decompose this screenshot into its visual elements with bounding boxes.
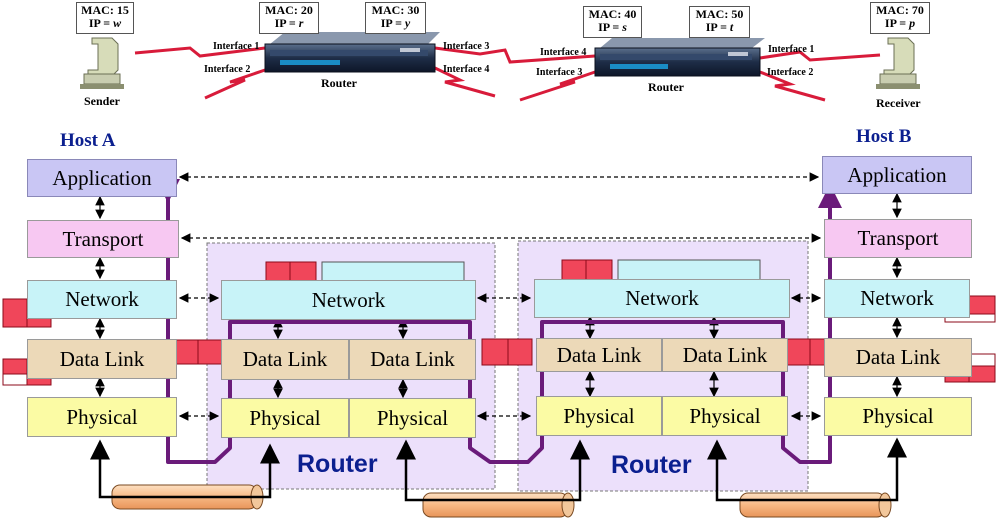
link-router1-if2 [204,68,266,100]
interface-label: Interface 4 [443,64,490,75]
router1-region-label: Router [297,450,378,478]
router1-label: Router [321,76,357,90]
link-router1-router2 [434,46,596,64]
interface-label: Interface 1 [768,44,815,55]
router2-label: Router [648,80,684,94]
router1-physical-left: Physical [221,398,349,438]
router1-datalink-left: Data Link [221,339,349,380]
interface-label: Interface 4 [540,47,587,58]
packet-header-icon [481,338,533,366]
router1-device-icon [264,32,440,73]
link-router2-if3 [519,70,596,102]
receiver-computer-icon [876,37,920,89]
router2-physical-right: Physical [662,396,788,436]
router1-physical-right: Physical [349,398,476,438]
host-b-network-layer: Network [824,279,970,318]
sender-computer-icon [80,37,124,89]
cable-3-icon [739,492,892,518]
receiver-label: Receiver [876,96,921,110]
cable-2-icon [422,492,575,518]
wire-2 [396,439,590,502]
host-a-transport-layer: Transport [27,220,179,258]
packet-header-icon [173,339,223,365]
link-router1-if4 [434,66,496,98]
sender-label: Sender [84,94,120,108]
router2-physical-left: Physical [536,396,662,436]
wire-1 [90,439,280,499]
host-b-datalink-layer: Data Link [824,338,972,377]
host-a-datalink-layer: Data Link [27,339,177,379]
link-sender-router1 [134,46,266,58]
host-a-network-layer: Network [27,280,177,319]
link-router2-if2 [759,70,826,102]
host-b-title: Host B [856,126,912,147]
host-b-application-layer: Application [822,156,972,194]
interface-label: Interface 2 [767,67,814,78]
router2-device-icon [594,38,765,77]
host-b-physical-layer: Physical [824,397,972,436]
router1-network-layer: Network [221,280,476,320]
interface-label: Interface 3 [443,41,490,52]
data-path [156,179,842,464]
router2-datalink-right: Data Link [662,338,788,372]
interface-label: Interface 1 [213,41,260,52]
host-b-transport-layer: Transport [824,219,972,258]
router2-network-layer: Network [534,279,790,318]
host-a-title: Host A [60,130,116,151]
router1-datalink-right: Data Link [349,339,476,380]
host-a-physical-layer: Physical [27,397,177,437]
link-router2-receiver [759,50,881,62]
router2-region-label: Router [611,451,692,479]
router2-datalink-left: Data Link [536,338,662,372]
interface-label: Interface 2 [204,64,251,75]
wire-3 [707,437,907,502]
link-lines [134,46,881,102]
router1-payload-bar [321,261,465,283]
host-a-application-layer: Application [27,159,177,197]
interface-label: Interface 3 [536,67,583,78]
router2-payload-bar [617,259,761,281]
